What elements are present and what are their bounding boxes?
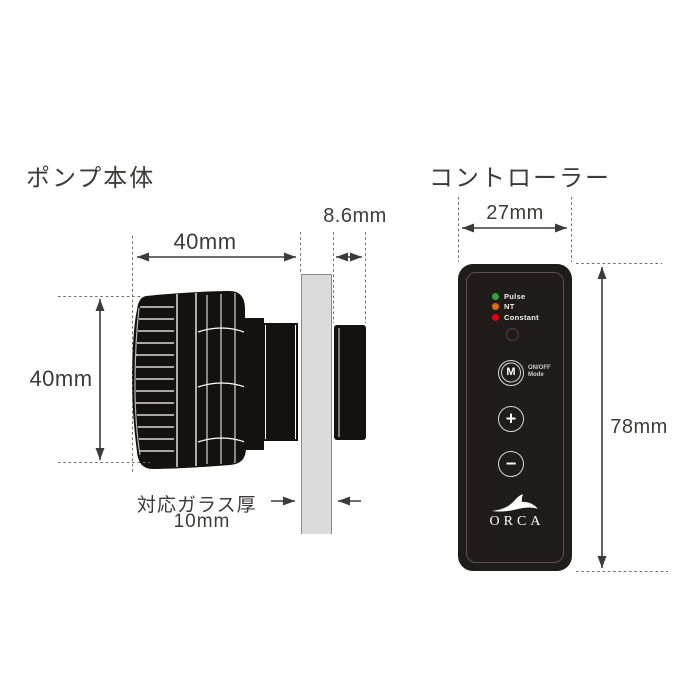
inner-magnet	[264, 323, 298, 441]
glass-note-line2: 10mm	[173, 511, 231, 532]
dimension-arrows	[95, 223, 607, 568]
glass-panel	[301, 274, 332, 534]
minus-button: −	[498, 451, 524, 477]
pump-motor-rear	[244, 318, 264, 450]
pump-height-label: 40mm	[29, 366, 93, 391]
mode-caption-line2: Mode	[528, 372, 544, 378]
plus-button: +	[498, 406, 524, 432]
controller-height-label: 78mm	[610, 416, 668, 438]
pump-section-title: ポンプ本体	[26, 165, 156, 192]
orca-logo: ORCA	[458, 494, 572, 530]
pump-front-grille	[134, 306, 174, 456]
led-label: NT	[504, 302, 515, 311]
mode-caption-line1: ON/OFF	[528, 365, 551, 371]
plus-button-label: +	[505, 408, 517, 429]
glass-note-line1: 対応ガラス厚	[137, 495, 257, 516]
controller-section-title: コントローラー	[429, 165, 611, 192]
led-row: Pulse	[492, 291, 539, 302]
pump-width-label: 40mm	[173, 229, 237, 254]
minus-button-label: −	[505, 453, 517, 474]
pump-drawing	[132, 291, 366, 469]
magnet-thickness-label: 8.6mm	[323, 205, 387, 227]
led-row: NT	[492, 302, 539, 313]
mode-button-caption: ON/OFF Mode	[528, 365, 551, 379]
pump-cage-ribs	[197, 293, 246, 464]
controller-inner-outline	[466, 272, 564, 563]
led-dot-icon	[492, 313, 499, 321]
led-dot-icon	[492, 303, 499, 311]
mode-button-ring: M	[501, 362, 521, 383]
led-label: Pulse	[504, 291, 526, 301]
mode-button: M	[498, 360, 524, 386]
mode-button-label: M	[506, 365, 516, 378]
orca-fin-icon	[492, 494, 538, 512]
led-dot-icon	[492, 292, 499, 300]
led-row: Constant	[492, 312, 539, 323]
outer-magnet	[334, 325, 366, 440]
controller-width-label: 27mm	[486, 202, 544, 224]
ir-sensor-icon	[506, 328, 519, 341]
projection-lines	[58, 197, 668, 572]
orca-wordmark: ORCA	[489, 514, 545, 529]
pump-center-band	[176, 293, 197, 467]
led-label: Constant	[504, 312, 539, 322]
